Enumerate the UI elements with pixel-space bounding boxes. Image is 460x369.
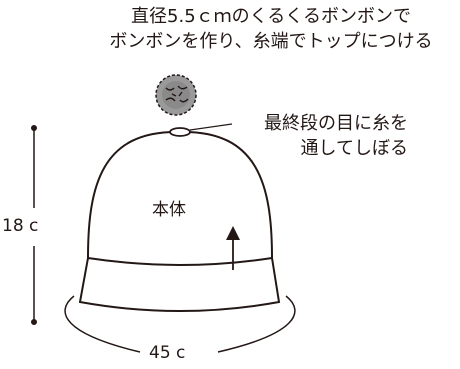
circumference-dimension bbox=[64, 295, 296, 353]
hat-brim-band bbox=[78, 256, 281, 312]
pompom-note-line-1: 直径5.5ｃｍのくるくるボンボンで bbox=[131, 6, 411, 27]
circumference-label: 45 c bbox=[145, 345, 190, 362]
pompom-note-line-2: ボンボンを作り、糸端でトップにつける bbox=[109, 31, 433, 52]
gathered-top bbox=[169, 127, 191, 137]
pompom-icon bbox=[155, 74, 197, 116]
gather-note-line-2: 通してしぼる bbox=[300, 138, 408, 159]
gather-leader-line bbox=[189, 123, 233, 131]
body-label: 本体 bbox=[152, 200, 186, 220]
gather-note-line-1: 最終段の目に糸を bbox=[264, 113, 408, 134]
height-dimension bbox=[31, 125, 37, 325]
height-label: 18 c bbox=[2, 216, 39, 236]
knitting-direction-arrow bbox=[226, 226, 240, 270]
